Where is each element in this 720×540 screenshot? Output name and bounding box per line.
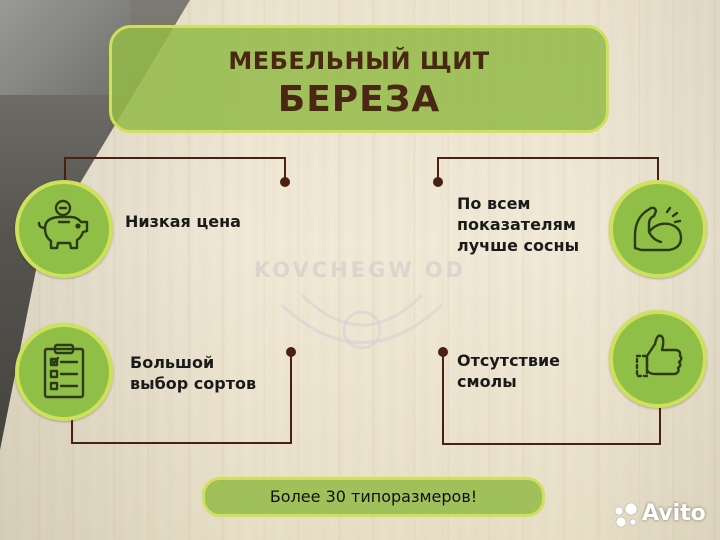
feature-icon-circle-low-price — [15, 180, 113, 278]
piggy-bank-icon — [37, 199, 89, 250]
avito-logo-text: Avito — [642, 501, 706, 526]
title-banner: МЕБЕЛЬНЫЙ ЩИТ БЕРЕЗА — [109, 25, 609, 133]
feature-text-wide-choice: Большой выбор сортов — [130, 353, 257, 393]
avito-logo: Avito — [612, 500, 717, 530]
title-line-2: БЕРЕЗА — [277, 79, 441, 120]
feature-icon-circle-wide-choice — [15, 323, 113, 421]
checklist-clipboard-icon — [43, 343, 85, 399]
flexed-arm-icon — [633, 206, 683, 252]
feature-icon-circle-no-resin — [609, 310, 707, 408]
avito-dots-icon — [614, 502, 638, 528]
thumbs-up-icon — [635, 334, 683, 378]
feature-icon-circle-better-than-pine — [609, 180, 707, 278]
feature-text-better-than-pine: По всем показателям лучше сосны — [457, 194, 580, 255]
sizes-banner: Более 30 типоразмеров! — [202, 477, 545, 517]
watermark-emblem-icon — [280, 293, 444, 350]
feature-text-no-resin: Отсутствие смолы — [457, 351, 561, 391]
title-line-1: МЕБЕЛЬНЫЙ ЩИТ — [228, 47, 490, 75]
feature-text-low-price: Низкая цена — [125, 212, 241, 231]
watermark-text: KOVCHEGW OD — [253, 258, 467, 282]
metal-frame-left — [0, 0, 130, 95]
